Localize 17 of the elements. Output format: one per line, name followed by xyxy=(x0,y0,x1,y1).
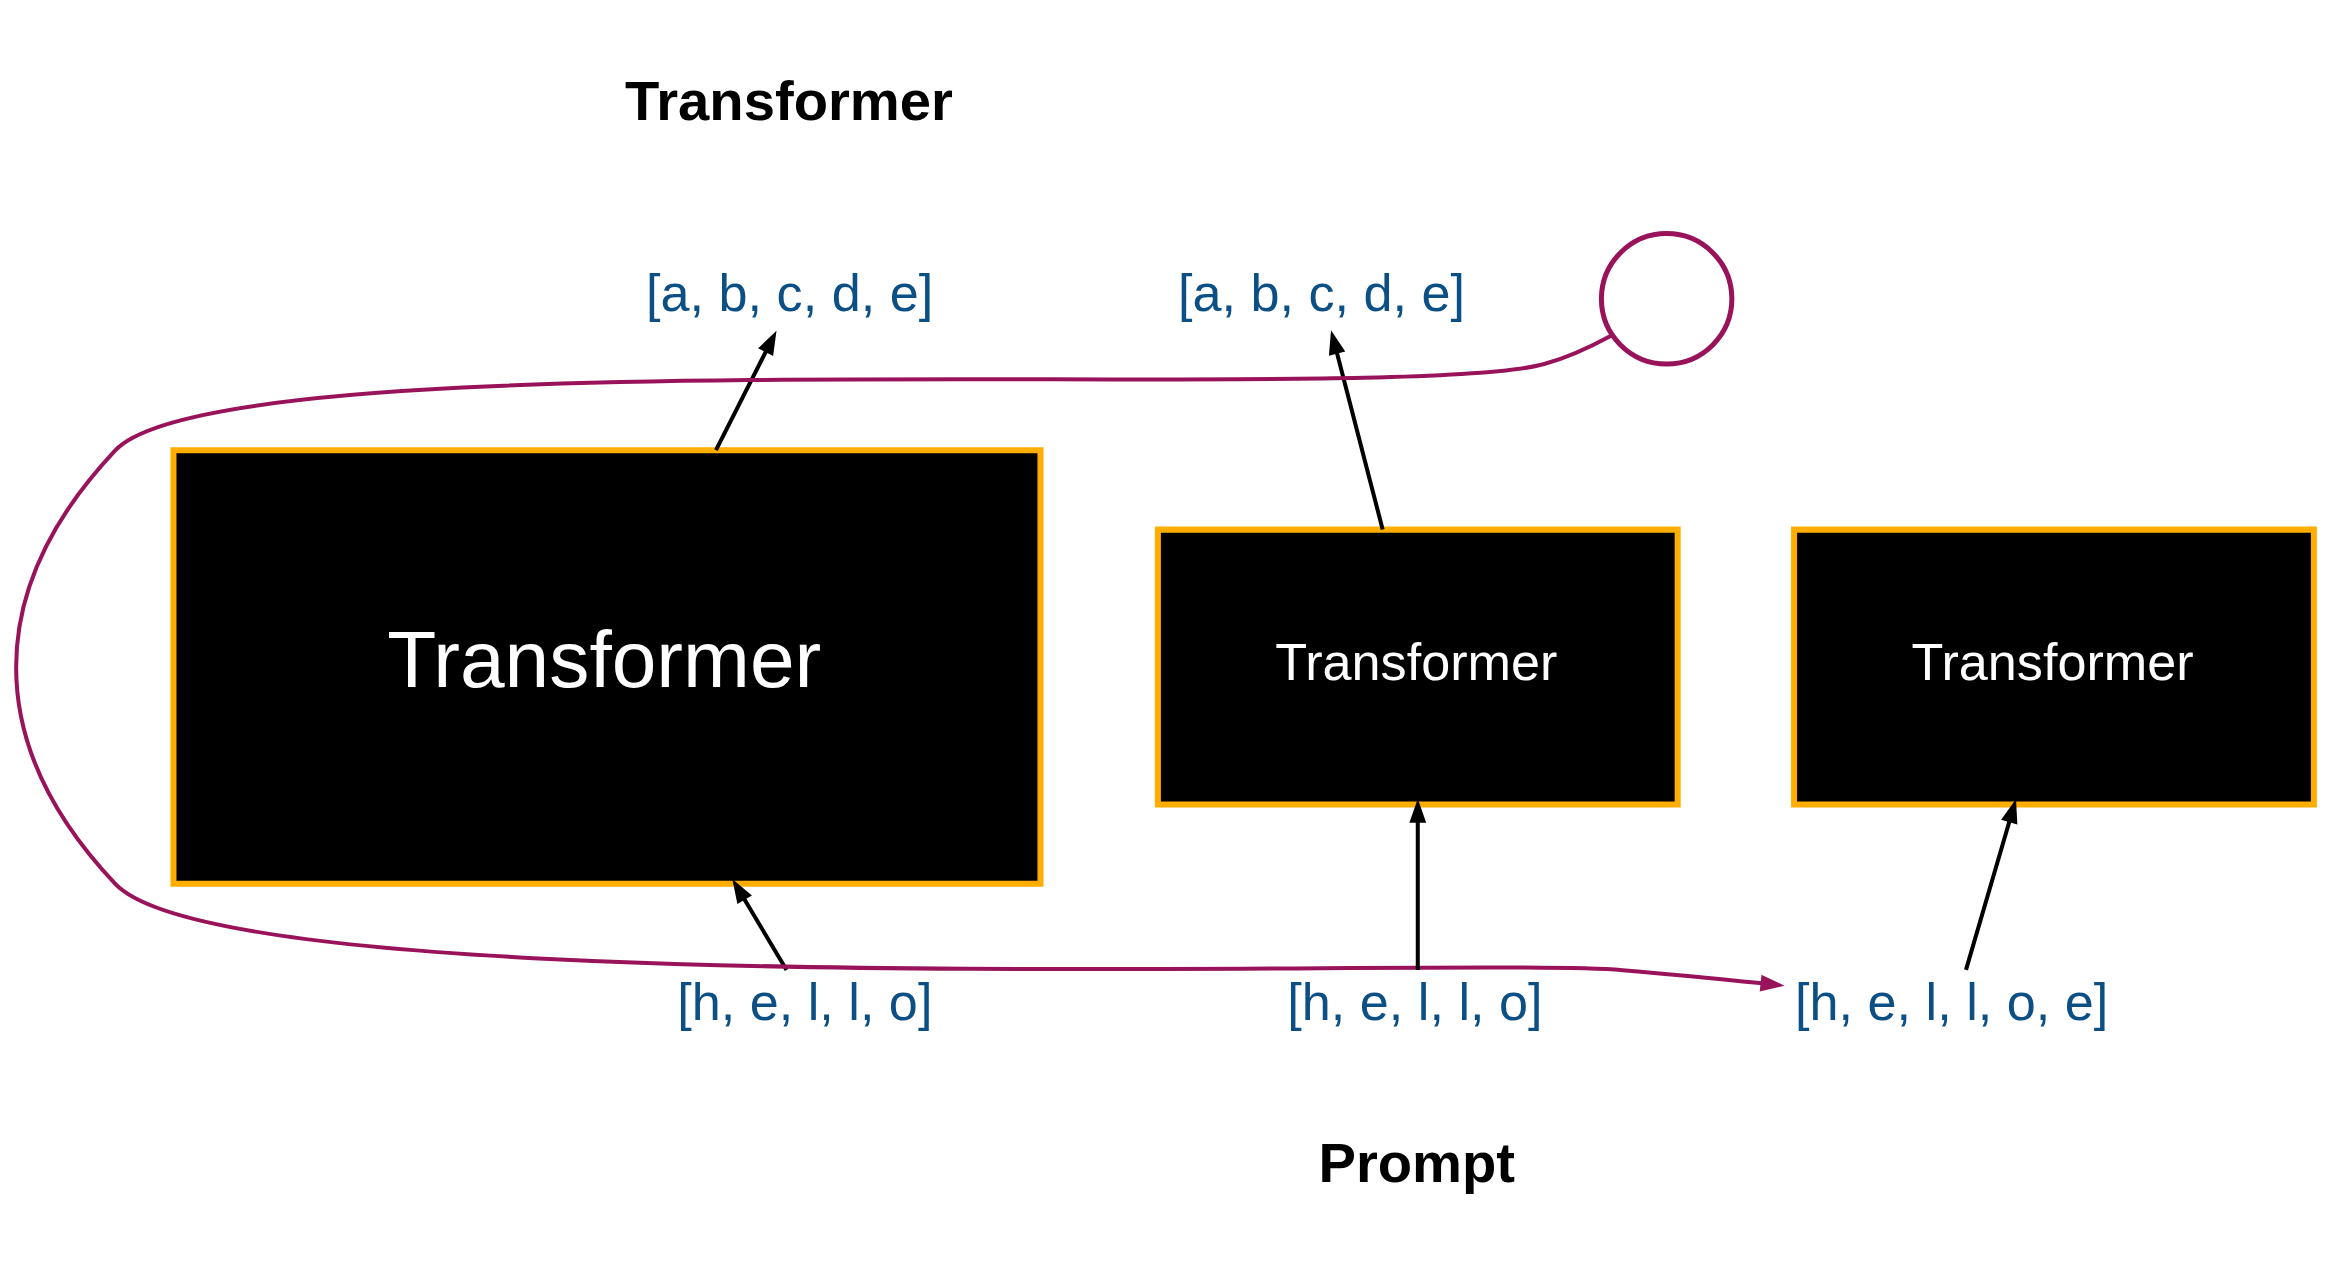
node-text: [a, b, c, d, e] xyxy=(646,263,934,322)
arrow xyxy=(732,878,789,971)
node-text: [a, b, c, d, e] xyxy=(1177,263,1466,322)
arrow xyxy=(1964,798,2018,970)
label: Transformer xyxy=(625,68,953,132)
label: Prompt xyxy=(1318,1130,1516,1194)
node-text: [h, e, l, l, o] xyxy=(677,972,933,1031)
node-box: Transformer xyxy=(1154,526,1681,808)
node-box: Transformer xyxy=(1791,526,2317,808)
arrow xyxy=(15,332,1785,992)
node-box: Transformer xyxy=(170,446,1044,887)
arrow xyxy=(1409,798,1427,970)
node-text: [h, e, l, l, o, e] xyxy=(1795,972,2109,1031)
arrow xyxy=(714,330,777,451)
node-text: [h, e, l, l, o] xyxy=(1287,972,1543,1031)
arrow xyxy=(1328,329,1385,530)
node-circle xyxy=(1598,230,1735,367)
